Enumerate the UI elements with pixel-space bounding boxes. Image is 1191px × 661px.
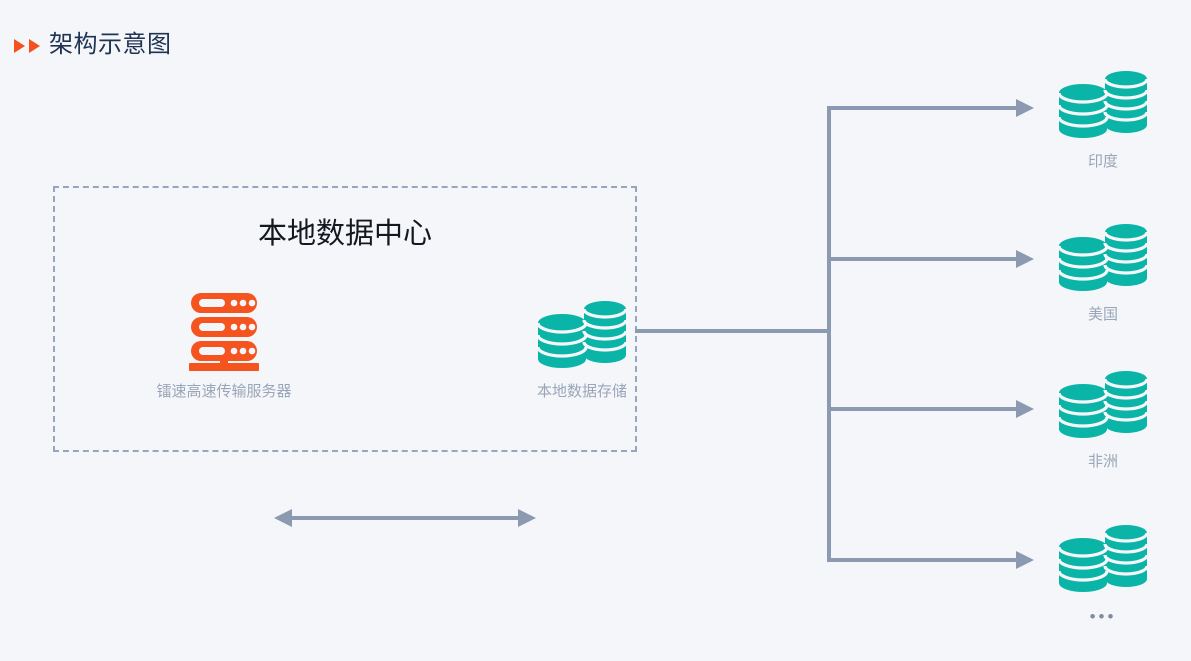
node-transfer-server: 镭速高速传输服务器 bbox=[134, 293, 314, 401]
server-rack-icon bbox=[134, 293, 314, 371]
node-label: 镭速高速传输服务器 bbox=[156, 383, 292, 400]
bidirectional-connector bbox=[274, 506, 536, 532]
database-stack-icon bbox=[1028, 215, 1178, 295]
page-title: 架构示意图 bbox=[14, 33, 172, 57]
region-label-ellipsis: ••• bbox=[1089, 607, 1117, 626]
local-datacenter-title: 本地数据中心 bbox=[257, 218, 432, 250]
region-node-more: ••• bbox=[1028, 516, 1178, 627]
title-marker-icons bbox=[14, 39, 40, 53]
local-datacenter-boundary: 本地数据中心 bbox=[53, 186, 637, 527]
region-label: 美国 bbox=[1087, 306, 1118, 323]
node-label: 本地数据存储 bbox=[536, 383, 627, 400]
database-stack-icon bbox=[492, 293, 672, 371]
database-stack-icon bbox=[1028, 62, 1178, 142]
triangle-right-icon bbox=[29, 39, 40, 53]
region-label: 印度 bbox=[1087, 153, 1118, 170]
region-node-india: 印度 bbox=[1028, 62, 1178, 171]
database-stack-icon bbox=[1028, 516, 1178, 596]
page-title-text: 架构示意图 bbox=[49, 31, 172, 58]
node-local-storage: 本地数据存储 bbox=[492, 293, 672, 401]
region-node-africa: 非洲 bbox=[1028, 362, 1178, 471]
region-label: 非洲 bbox=[1087, 453, 1118, 470]
distribution-connector-tree bbox=[630, 95, 1050, 575]
triangle-right-icon bbox=[14, 39, 25, 53]
database-stack-icon bbox=[1028, 362, 1178, 442]
region-node-usa: 美国 bbox=[1028, 215, 1178, 324]
